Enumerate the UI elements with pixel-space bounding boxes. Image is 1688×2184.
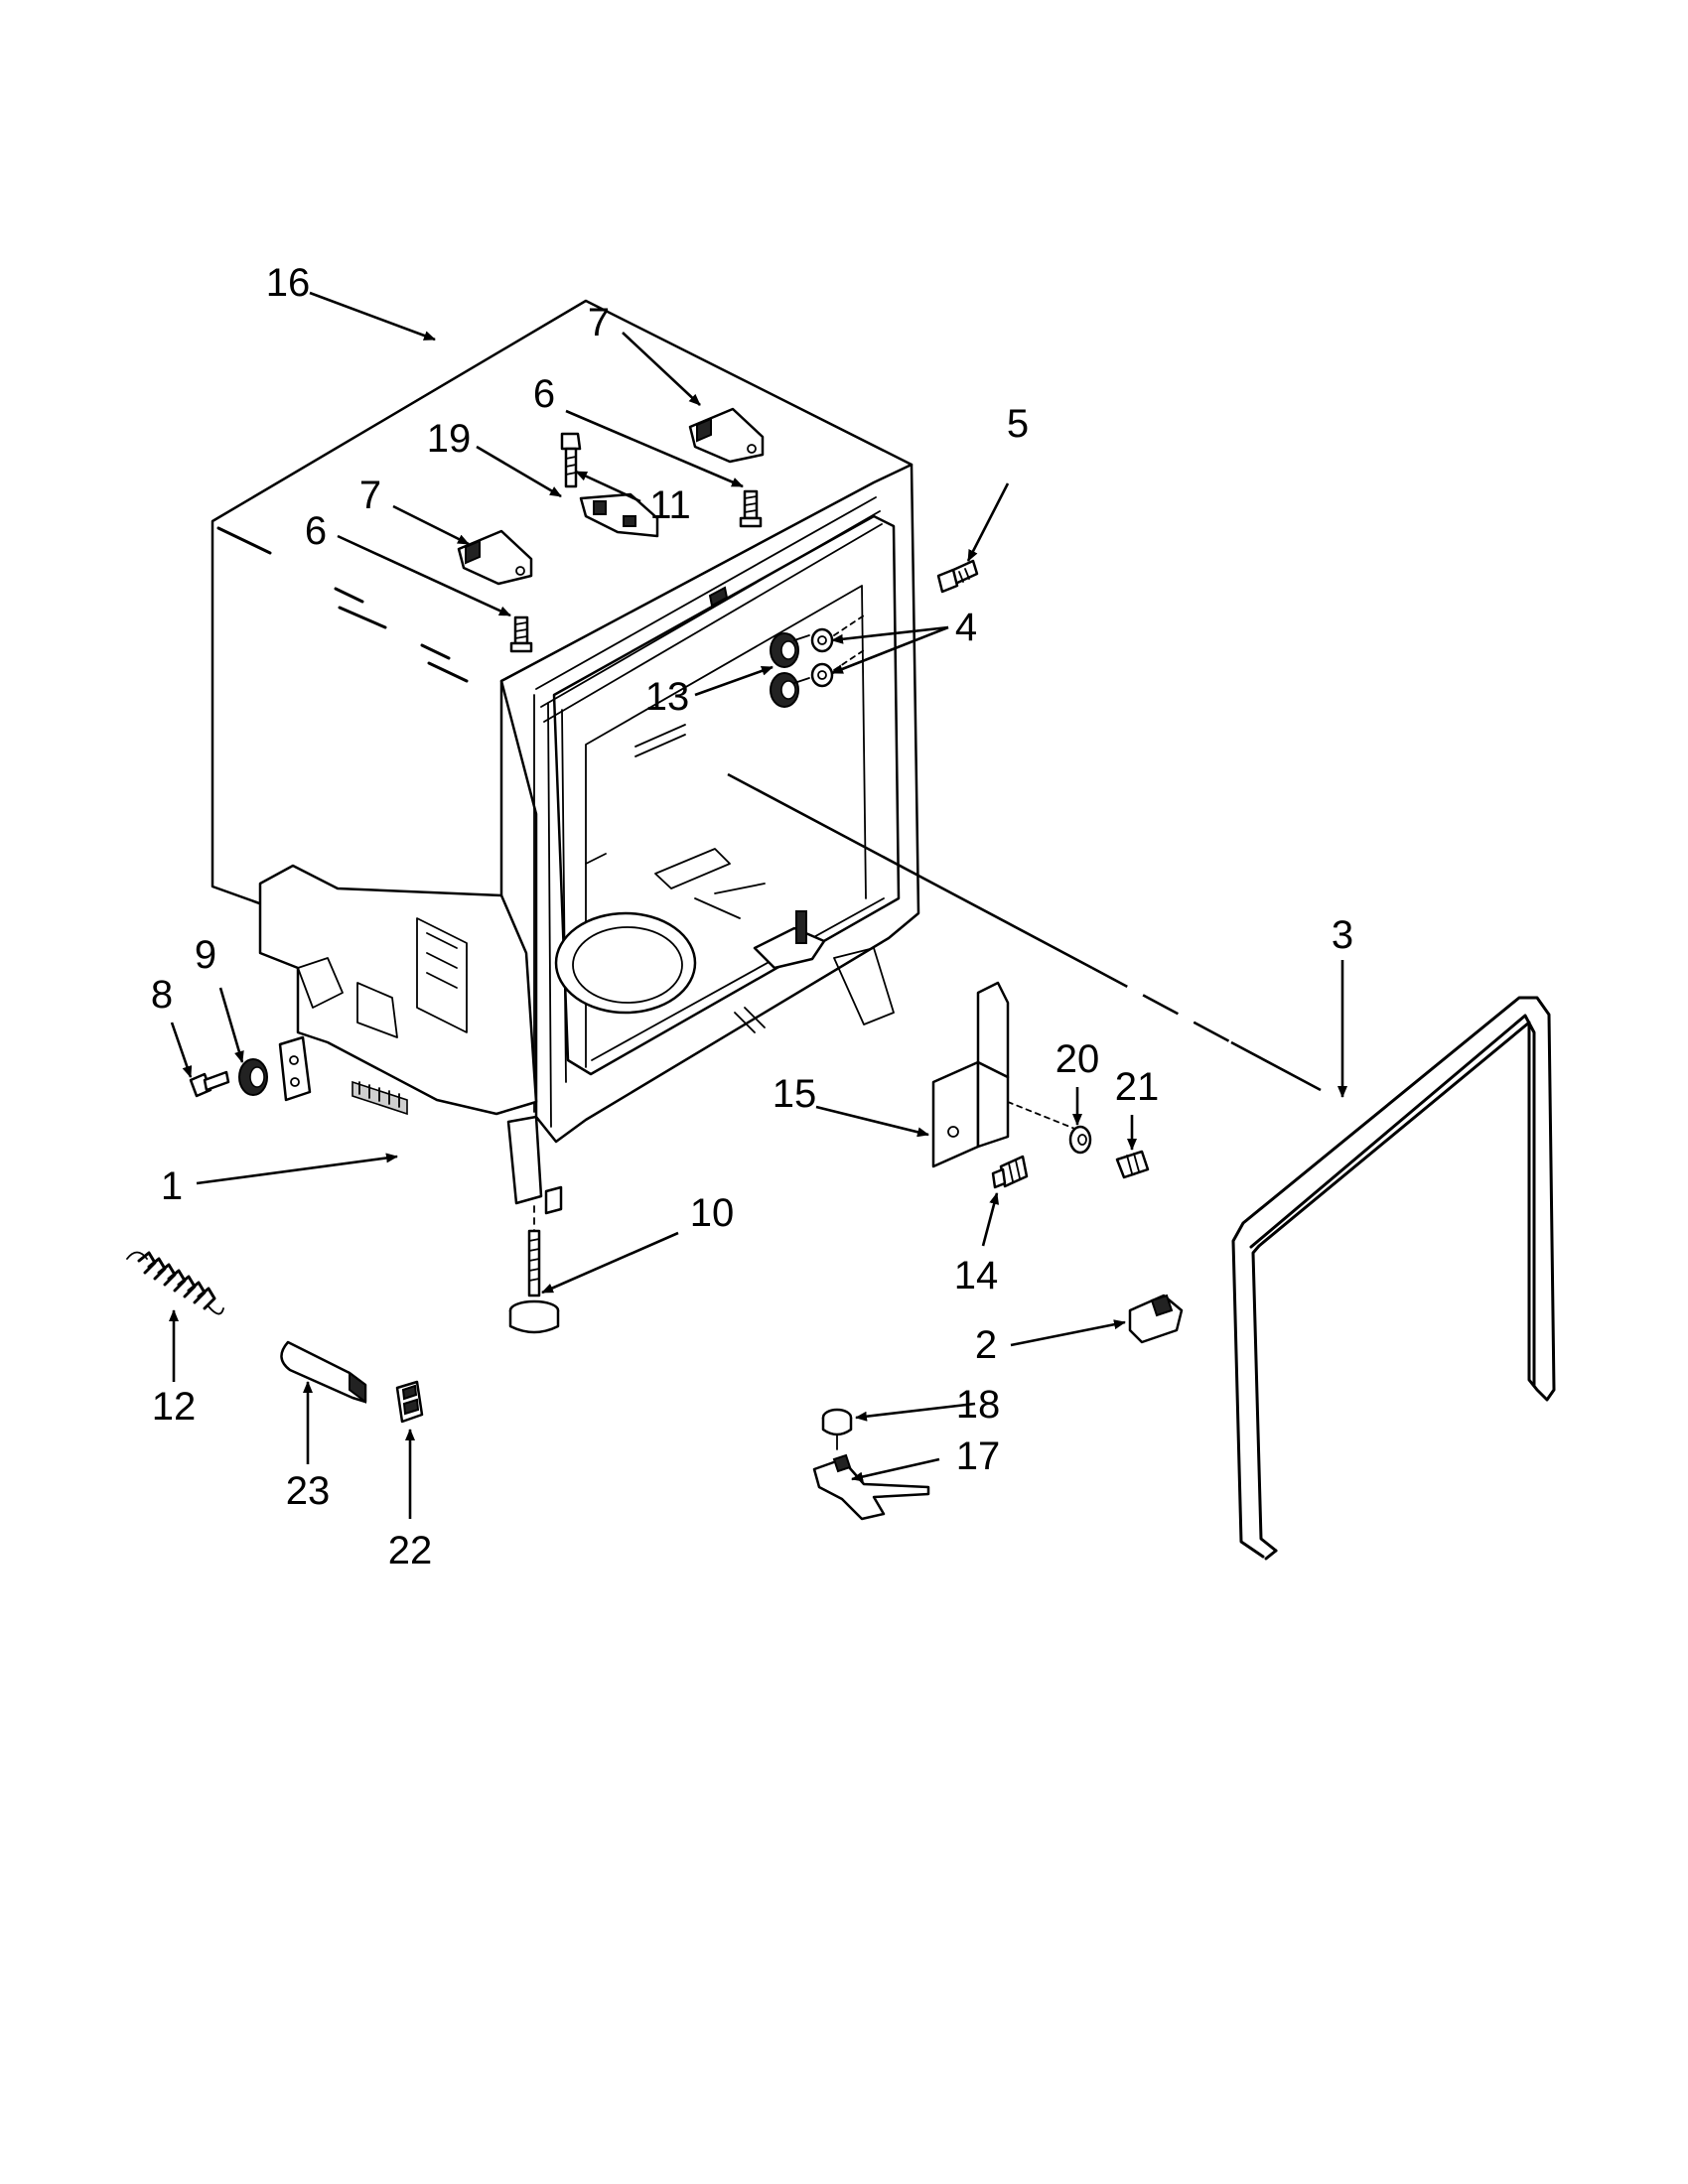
clip-11 — [579, 492, 659, 538]
screw-upper — [739, 489, 763, 528]
cap-22 — [395, 1380, 424, 1424]
callout-2: 2 — [975, 1323, 997, 1367]
callout-21: 21 — [1115, 1065, 1160, 1109]
callout-4: 4 — [955, 606, 977, 649]
callout-18: 18 — [956, 1383, 1001, 1427]
callout-6-upper: 6 — [533, 372, 555, 416]
thermostat-18 — [821, 1408, 853, 1450]
tub-side-panel — [211, 299, 914, 967]
callout-17: 17 — [956, 1434, 1001, 1478]
callout-8: 8 — [151, 973, 173, 1017]
callout-14: 14 — [954, 1254, 999, 1297]
callout-13: 13 — [645, 675, 690, 719]
callout-19: 19 — [427, 417, 472, 461]
mounting-bracket-upper — [688, 407, 765, 464]
callout-labels: 16 7 6 19 11 5 7 6 4 13 3 9 8 20 21 15 1… — [151, 261, 1353, 1572]
callout-3: 3 — [1332, 913, 1353, 957]
screw-lower — [509, 615, 533, 653]
spring-12 — [126, 1251, 224, 1315]
screw-14 — [991, 1155, 1029, 1189]
callout-7-upper: 7 — [588, 301, 610, 344]
callout-10: 10 — [690, 1191, 735, 1235]
callout-12: 12 — [152, 1385, 197, 1429]
callout-6-lower: 6 — [305, 509, 327, 553]
callout-15: 15 — [773, 1072, 817, 1116]
callout-22: 22 — [388, 1529, 433, 1572]
latch-2 — [1128, 1294, 1184, 1344]
leveling-leg-10 — [508, 1205, 560, 1334]
leader-lines — [169, 291, 1347, 1519]
screw-19 — [560, 432, 582, 488]
callout-20: 20 — [1055, 1037, 1100, 1081]
callout-1: 1 — [161, 1164, 183, 1208]
bracket-15 — [931, 981, 1083, 1168]
tub-sump — [554, 911, 697, 1015]
callout-7-lower: 7 — [359, 474, 381, 517]
screw-21 — [1115, 1150, 1150, 1179]
foot-pad-9 — [238, 1058, 268, 1096]
callout-9: 9 — [195, 933, 216, 977]
callout-11: 11 — [649, 483, 691, 527]
washer-20 — [1068, 1125, 1092, 1155]
screw-8 — [189, 1070, 230, 1098]
mounting-bracket-lower — [457, 529, 533, 586]
callout-23: 23 — [286, 1469, 331, 1513]
callout-16: 16 — [266, 261, 311, 305]
screw-5 — [936, 559, 979, 594]
pad-23 — [280, 1340, 367, 1404]
callout-5: 5 — [1007, 402, 1029, 446]
door-gasket-3 — [1231, 996, 1556, 1561]
rollers-13 — [770, 632, 810, 708]
